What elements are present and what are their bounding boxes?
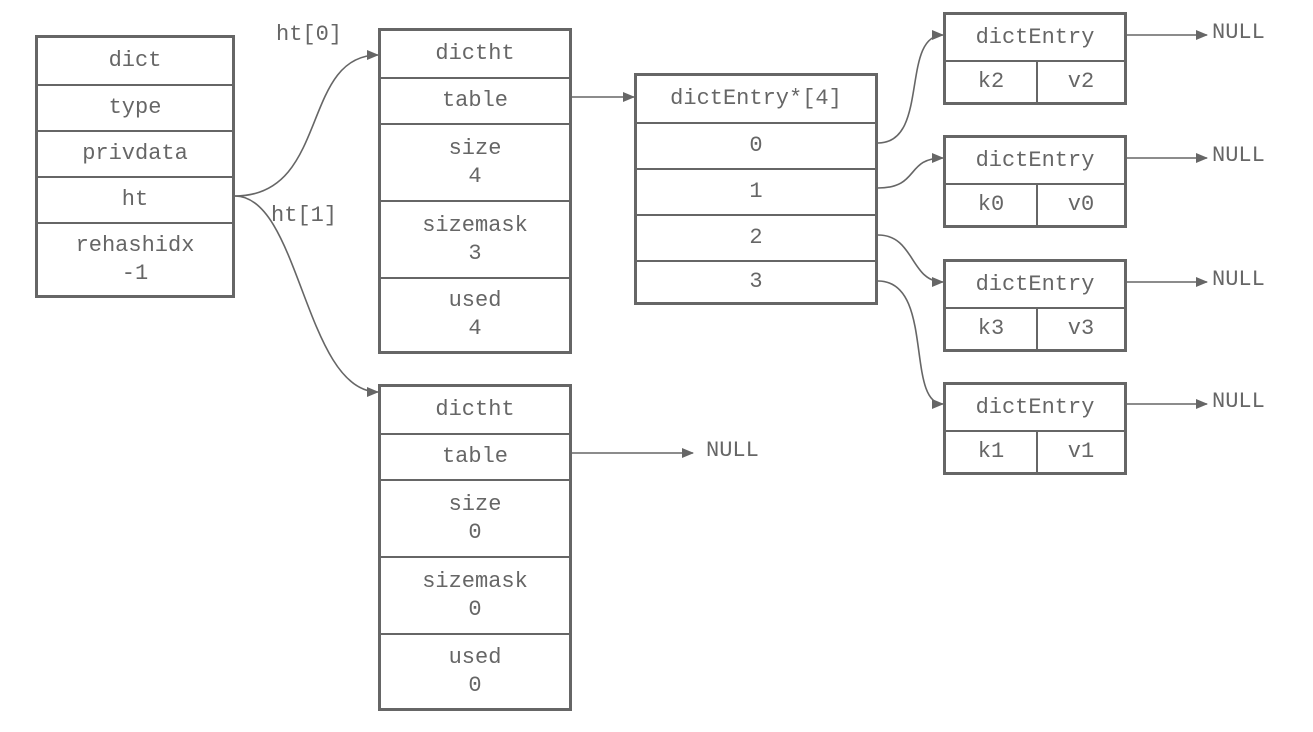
rehashidx-value: -1 <box>121 260 149 286</box>
dict-field-type-text: type <box>108 95 162 120</box>
arrow-ht-to-ht0 <box>234 50 379 197</box>
dict-field-ht: ht <box>38 176 232 222</box>
dict-entry-value: v2 <box>1038 62 1124 102</box>
arrow-bucket0-to-entry-k2 <box>877 30 944 144</box>
dictht-0: dictht table size 4 sizemask 3 used 4 <box>378 28 572 354</box>
dict-entry-kv: k3 v3 <box>946 307 1124 349</box>
dictht-0-size-label: size <box>448 135 502 161</box>
ht1-table-null-label: NULL <box>706 438 759 463</box>
dictht-0-table: table <box>381 77 569 123</box>
dict-field-privdata-text: privdata <box>82 141 188 166</box>
arrow-bucket3-to-entry-k1 <box>877 280 944 409</box>
dictht-1-used: used 0 <box>381 633 569 708</box>
dictht-1-size-value: 0 <box>468 519 482 545</box>
entry-k0-next-null: NULL <box>1212 143 1265 168</box>
dictht-0-sizemask-value: 3 <box>468 240 482 266</box>
bucket-1-index: 1 <box>749 179 763 204</box>
dict-entry-title: dictEntry <box>946 385 1124 430</box>
arrow-bucket1-to-entry-k0 <box>877 153 944 189</box>
dict-entry-k3: dictEntry k3 v3 <box>943 259 1127 352</box>
bucket-2: 2 <box>637 214 875 260</box>
dictht-0-size-value: 4 <box>468 163 482 189</box>
entry-k2-next-null: NULL <box>1212 20 1265 45</box>
dict-entry-value-text: v0 <box>1067 192 1095 217</box>
dict-struct: dict type privdata ht rehashidx -1 <box>35 35 235 298</box>
arrow-bucket2-to-entry-k3 <box>877 234 944 287</box>
dict-entry-key-text: k3 <box>977 316 1005 341</box>
dict-entry-value: v3 <box>1038 309 1124 349</box>
dictht-1-title: dictht <box>381 387 569 433</box>
dict-title-text: dict <box>108 48 162 73</box>
ht0-label: ht[0] <box>276 22 343 47</box>
dictht-0-table-text: table <box>441 88 508 113</box>
rehashidx-label: rehashidx <box>75 232 195 258</box>
dict-entry-kv: k0 v0 <box>946 183 1124 225</box>
dict-entry-title-text: dictEntry <box>975 394 1095 420</box>
dictht-1-used-value: 0 <box>468 672 482 698</box>
dict-entry-key-text: k2 <box>977 69 1005 94</box>
dict-entry-key: k0 <box>946 185 1038 225</box>
bucket-array-title-text: dictEntry*[4] <box>670 86 842 111</box>
bucket-1: 1 <box>637 168 875 214</box>
entry-k3-next-null: NULL <box>1212 267 1265 292</box>
dict-title: dict <box>38 38 232 84</box>
dict-entry-kv: k2 v2 <box>946 60 1124 102</box>
dict-field-ht-text: ht <box>121 187 149 212</box>
dictht-0-sizemask: sizemask 3 <box>381 200 569 277</box>
dictht-0-used-label: used <box>448 288 502 313</box>
dictht-1-size-label: size <box>448 491 502 517</box>
bucket-array: dictEntry*[4] 0 1 2 3 <box>634 73 878 305</box>
dictht-1-table-text: table <box>441 444 508 469</box>
dict-field-type: type <box>38 84 232 130</box>
dictht-0-used-value: 4 <box>468 316 482 341</box>
dictht-0-size: size 4 <box>381 123 569 200</box>
dict-field-privdata: privdata <box>38 130 232 176</box>
bucket-3: 3 <box>637 260 875 302</box>
dict-entry-k0: dictEntry k0 v0 <box>943 135 1127 228</box>
dictht-1-used-label: used <box>448 644 502 670</box>
dict-entry-value: v1 <box>1038 432 1124 472</box>
dictht-0-sizemask-label: sizemask <box>422 212 528 238</box>
dict-entry-kv: k1 v1 <box>946 430 1124 472</box>
dictht-1-size: size 0 <box>381 479 569 556</box>
dictht-1-table: table <box>381 433 569 479</box>
dict-entry-value-text: v2 <box>1067 69 1095 94</box>
dict-field-rehashidx: rehashidx -1 <box>38 222 232 295</box>
dict-entry-title: dictEntry <box>946 138 1124 183</box>
bucket-2-index: 2 <box>749 225 763 250</box>
bucket-3-index: 3 <box>749 269 763 294</box>
dictht-1: dictht table size 0 sizemask 0 used 0 <box>378 384 572 711</box>
bucket-array-title: dictEntry*[4] <box>637 76 875 122</box>
arrow-ht-to-ht1 <box>234 195 379 397</box>
dict-entry-value: v0 <box>1038 185 1124 225</box>
dict-entry-value-text: v3 <box>1067 316 1095 341</box>
dictht-0-title: dictht <box>381 31 569 77</box>
dictht-1-sizemask-label: sizemask <box>422 568 528 594</box>
dict-entry-title-text: dictEntry <box>975 271 1095 297</box>
dict-entry-k2: dictEntry k2 v2 <box>943 12 1127 105</box>
dict-entry-title-text: dictEntry <box>975 24 1095 50</box>
dict-entry-title: dictEntry <box>946 15 1124 60</box>
bucket-0-index: 0 <box>749 133 763 158</box>
dict-entry-key-text: k0 <box>977 192 1005 217</box>
ht1-label: ht[1] <box>271 203 338 228</box>
dictht-0-used: used 4 <box>381 277 569 351</box>
dictht-1-title-text: dictht <box>435 397 515 422</box>
dict-entry-key: k3 <box>946 309 1038 349</box>
entry-k1-next-null: NULL <box>1212 389 1265 414</box>
dict-entry-k1: dictEntry k1 v1 <box>943 382 1127 475</box>
dict-entry-title-text: dictEntry <box>975 147 1095 173</box>
bucket-0: 0 <box>637 122 875 168</box>
dict-entry-key-text: k1 <box>977 439 1005 464</box>
dictht-1-sizemask-value: 0 <box>468 596 482 622</box>
dict-entry-value-text: v1 <box>1067 439 1095 464</box>
dictht-1-sizemask: sizemask 0 <box>381 556 569 633</box>
dict-entry-title: dictEntry <box>946 262 1124 307</box>
dict-entry-key: k2 <box>946 62 1038 102</box>
dictht-0-title-text: dictht <box>435 41 515 66</box>
dict-entry-key: k1 <box>946 432 1038 472</box>
